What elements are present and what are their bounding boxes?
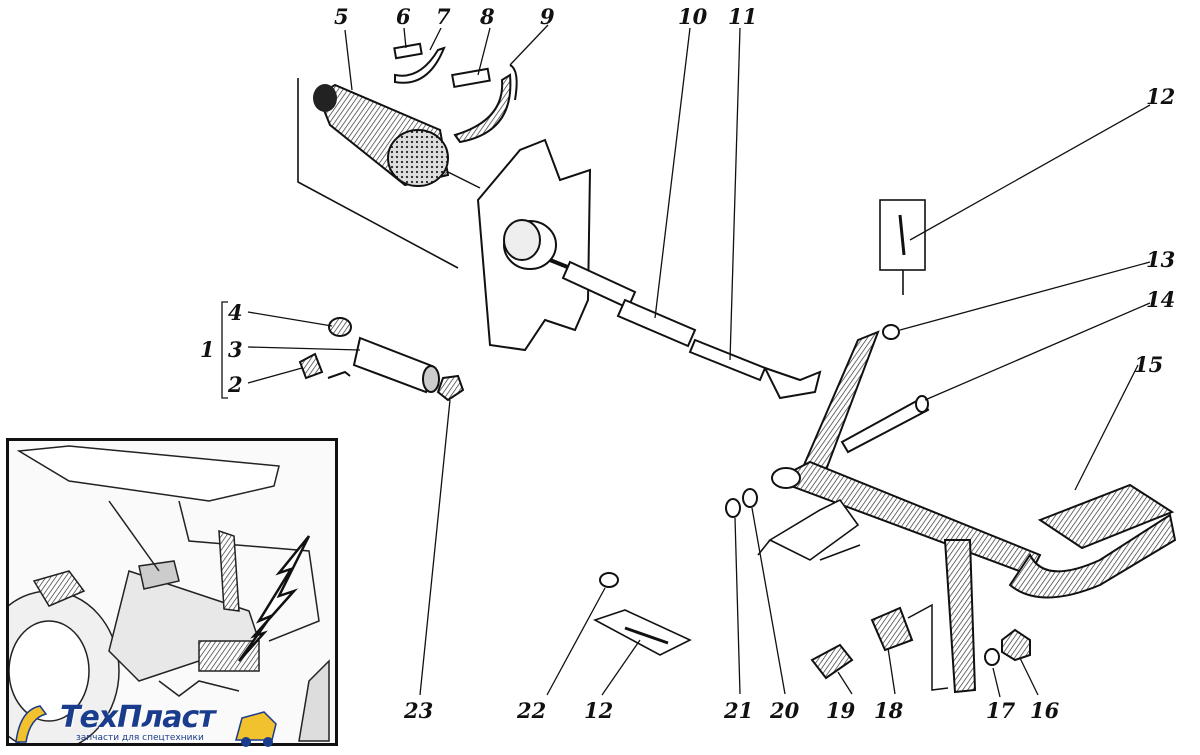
callout-12-upper: 12 bbox=[1146, 84, 1175, 109]
callout-22: 22 bbox=[516, 698, 546, 723]
callout-5: 5 bbox=[334, 4, 349, 29]
callout-16: 16 bbox=[1030, 698, 1060, 723]
callout-19: 19 bbox=[826, 698, 856, 723]
callout-labels: 5 6 7 8 9 10 11 12 13 14 15 4 1 3 2 23 2… bbox=[200, 4, 1175, 723]
location-inset bbox=[6, 438, 338, 746]
callout-17: 17 bbox=[986, 698, 1016, 723]
pedal-assembly bbox=[771, 330, 1177, 694]
small-hardware bbox=[599, 324, 1031, 691]
techplast-logo: ТехПласт запчасти для спецтехники bbox=[14, 700, 284, 748]
firewall-panel bbox=[476, 138, 592, 352]
callout-7: 7 bbox=[436, 4, 451, 29]
callout-23: 23 bbox=[403, 698, 433, 723]
callout-6: 6 bbox=[396, 4, 411, 29]
rubber-boot-part-5 bbox=[313, 83, 450, 187]
group-bracket-line bbox=[297, 78, 459, 269]
callout-4: 4 bbox=[228, 300, 243, 325]
callout-10: 10 bbox=[678, 4, 708, 29]
callout-8: 8 bbox=[479, 4, 495, 29]
push-rod-part-10 bbox=[549, 258, 822, 400]
logo-graphic bbox=[15, 705, 277, 747]
callout-9: 9 bbox=[540, 4, 555, 29]
cotter-pin-box-upper bbox=[879, 199, 926, 295]
callout-2: 2 bbox=[227, 372, 243, 397]
leader-lines bbox=[221, 24, 1151, 698]
callout-18: 18 bbox=[874, 698, 904, 723]
pedal-bracket bbox=[757, 498, 861, 561]
callout-11: 11 bbox=[728, 4, 757, 29]
boot-leader-arrow bbox=[447, 171, 481, 189]
logo-name: ТехПласт bbox=[60, 700, 216, 735]
logo-tagline: запчасти для спецтехники bbox=[76, 733, 204, 743]
callout-1: 1 bbox=[200, 337, 215, 362]
cotter-pin-box-lower bbox=[592, 609, 692, 656]
callout-14: 14 bbox=[1146, 287, 1175, 312]
callout-3: 3 bbox=[228, 337, 243, 362]
callout-13: 13 bbox=[1146, 247, 1175, 272]
coupling-parts-2-4 bbox=[298, 317, 465, 402]
callout-15: 15 bbox=[1134, 352, 1163, 377]
inset-pointer-arrow bbox=[237, 535, 311, 662]
callout-20: 20 bbox=[769, 698, 800, 723]
inset-sketch bbox=[9, 445, 330, 743]
callout-21: 21 bbox=[723, 698, 753, 723]
clamp-parts-6-9 bbox=[393, 42, 518, 144]
callout-12-lower: 12 bbox=[584, 698, 613, 723]
